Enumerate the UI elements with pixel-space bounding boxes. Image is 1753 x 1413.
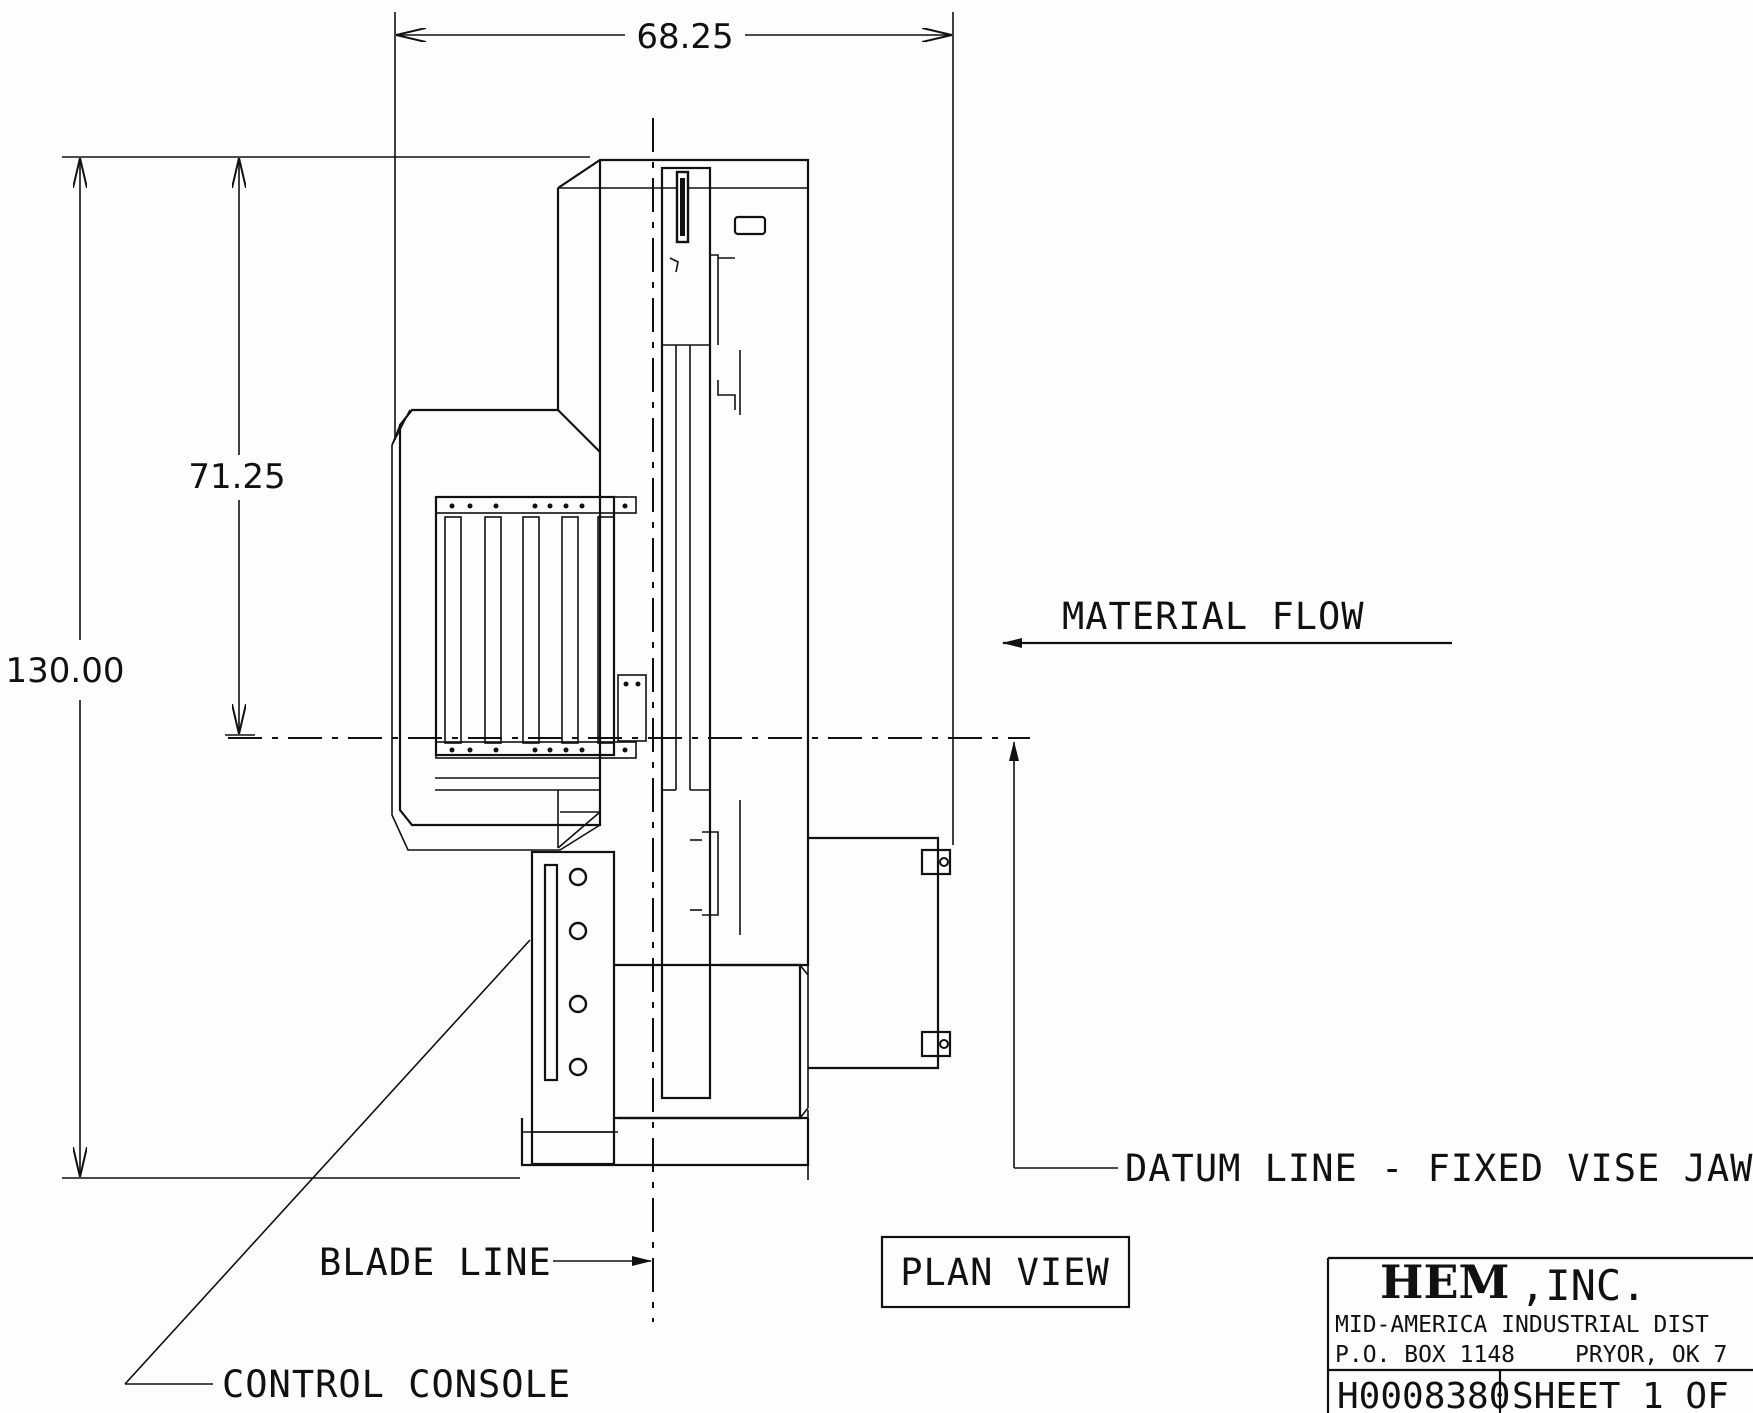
blade-line-label: BLADE LINE	[319, 1241, 552, 1284]
drawing-number: H0008380	[1337, 1376, 1510, 1413]
side-enclosure	[808, 836, 952, 1070]
vise-roller-frame	[434, 495, 647, 759]
control-console	[530, 850, 616, 1166]
datum-line-label: DATUM LINE - FIXED VISE JAW	[1125, 1147, 1753, 1190]
sheet-number: SHEET 1 OF	[1512, 1376, 1729, 1413]
indicator-slot	[733, 215, 767, 236]
datum-line-callout: DATUM LINE - FIXED VISE JAW	[1009, 741, 1753, 1190]
material-flow-label: MATERIAL FLOW	[1062, 595, 1365, 638]
material-flow-callout: MATERIAL FLOW	[1002, 595, 1452, 648]
roller-slot	[484, 516, 502, 744]
blade-column	[660, 166, 767, 1100]
company-suffix: ,INC.	[1520, 1261, 1646, 1310]
title-block: HEM ,INC. MID-AMERICA INDUSTRIAL DIST P.…	[1326, 1255, 1753, 1413]
plan-view-tag: PLAN VIEW	[880, 1235, 1131, 1309]
company-address-po: P.O. BOX 1148	[1335, 1342, 1515, 1368]
base-frame	[520, 963, 810, 1180]
height-dimension: 130.00	[6, 156, 590, 1179]
console-knob	[568, 867, 588, 887]
control-console-callout: CONTROL CONSOLE	[124, 939, 571, 1406]
control-console-label: CONTROL CONSOLE	[222, 1363, 571, 1406]
console-knob	[568, 1057, 588, 1077]
roller-slot	[522, 516, 540, 744]
height-dimension-label: 130.00	[6, 651, 125, 691]
blade-line-callout: BLADE LINE	[319, 1241, 652, 1284]
hinge	[920, 1030, 952, 1058]
console-knob	[568, 994, 588, 1014]
width-dimension: 68.25	[394, 12, 954, 845]
width-dimension-label: 68.25	[636, 17, 733, 57]
datum-height-label: 71.25	[188, 457, 285, 497]
company-address-city: PRYOR, OK 7	[1575, 1342, 1727, 1368]
roller-slot	[597, 516, 615, 744]
hinge	[920, 848, 952, 876]
datum-height-dimension: 71.25	[188, 159, 286, 736]
console-knob	[568, 921, 588, 941]
roller-slot	[561, 516, 579, 744]
company-line: MID-AMERICA INDUSTRIAL DIST	[1335, 1312, 1709, 1338]
saw-machine-outline	[391, 158, 810, 967]
plan-view-label: PLAN VIEW	[900, 1251, 1109, 1294]
company-logo: HEM	[1380, 1255, 1509, 1309]
roller-slot	[444, 516, 462, 744]
